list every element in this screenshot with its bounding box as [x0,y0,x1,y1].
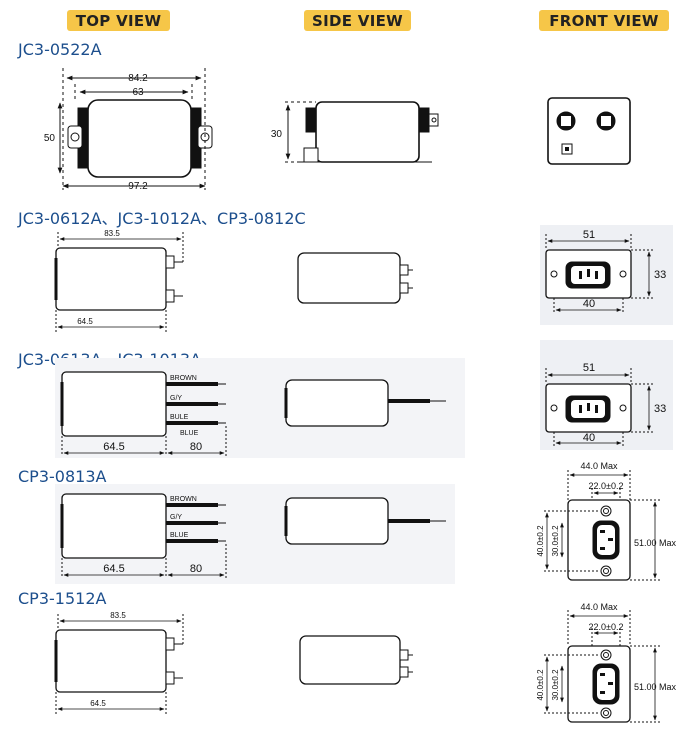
dim-s5-top-w: 83.5 [110,611,126,620]
dim-s2-front-pitch: 40 [583,298,595,310]
wire-label-brown-r3: BROWN [170,375,197,382]
row2-side-view [297,252,413,304]
dim-s3-lead: 80 [190,441,202,453]
wire-label-blue-a-r3: BULE [170,414,189,421]
row3-front-view [545,368,654,446]
row3-side-view [284,379,446,427]
dim-s2-top-body: 64.5 [77,317,93,326]
dim-s5-front-w: 44.0 Max [580,602,618,612]
dim-s5-front-h2: 30.0±0.2 [551,669,560,701]
row4-front-view [544,470,660,581]
row3-top-view [60,371,227,456]
row5-top-view [54,614,184,714]
dim-s1-top-total: 97.2 [128,181,148,192]
dim-s2-front-h: 33 [654,269,666,281]
top-view-header: TOP VIEW [67,10,170,31]
row4-top-view [60,493,227,578]
dim-s1-top-h: 50 [44,133,56,144]
wire-label-blue-b-r3: BLUE [180,430,199,437]
row1-side-view [285,101,439,163]
row2-top-view [54,232,184,332]
dim-s3-body: 64.5 [103,441,124,453]
dim-s4-front-h1: 40.0±0.2 [536,525,545,557]
dim-s2-front-w: 51 [583,229,595,241]
dim-s4-front-pitch: 22.0±0.2 [589,481,624,491]
wire-label-gy-r4: G/Y [170,514,182,521]
side-view-header: SIDE VIEW [304,10,411,31]
dim-s1-top-w1: 84.2 [128,73,148,84]
dim-s1-top-w2: 63 [132,87,144,98]
dim-s3-front-w: 51 [583,362,595,374]
dim-s4-front-h: 51.00 Max [634,538,677,548]
model-label-cp3-0813a: CP3-0813A [18,467,107,486]
model-label-cp3-1512a: CP3-1512A [18,589,107,608]
model-label-jc3-0522a: JC3-0522A [18,40,102,59]
dim-s5-top-body: 64.5 [90,699,106,708]
dim-s5-front-h1: 40.0±0.2 [536,669,545,701]
row1-front-view [547,97,631,165]
row5-side-view [299,635,413,685]
row5-front-view [544,610,660,723]
wire-label-gy-r3: G/Y [170,395,182,402]
row4-side-view [284,497,446,545]
dim-s4-front-w: 44.0 Max [580,461,618,471]
dim-s1-side-h: 30 [271,129,283,140]
dim-s4-front-h2: 30.0±0.2 [551,525,560,557]
wire-label-blue-r4: BLUE [170,532,189,539]
dim-s5-front-h: 51.00 Max [634,682,677,692]
dim-s4-body: 64.5 [103,563,124,575]
front-view-header: FRONT VIEW [539,10,669,31]
dim-s5-front-pitch: 22.0±0.2 [589,622,624,632]
row1-top-view [57,68,213,190]
model-label-jc3-0612a-group: JC3-0612A、JC3-1012A、CP3-0812C [18,209,306,228]
dim-s3-front-h: 33 [654,403,666,415]
row2-front-view [545,234,654,314]
wire-label-brown-r4: BROWN [170,496,197,503]
dim-s2-top-w: 83.5 [104,229,120,238]
dim-s3-front-pitch: 40 [583,432,595,444]
dim-s4-lead: 80 [190,563,202,575]
